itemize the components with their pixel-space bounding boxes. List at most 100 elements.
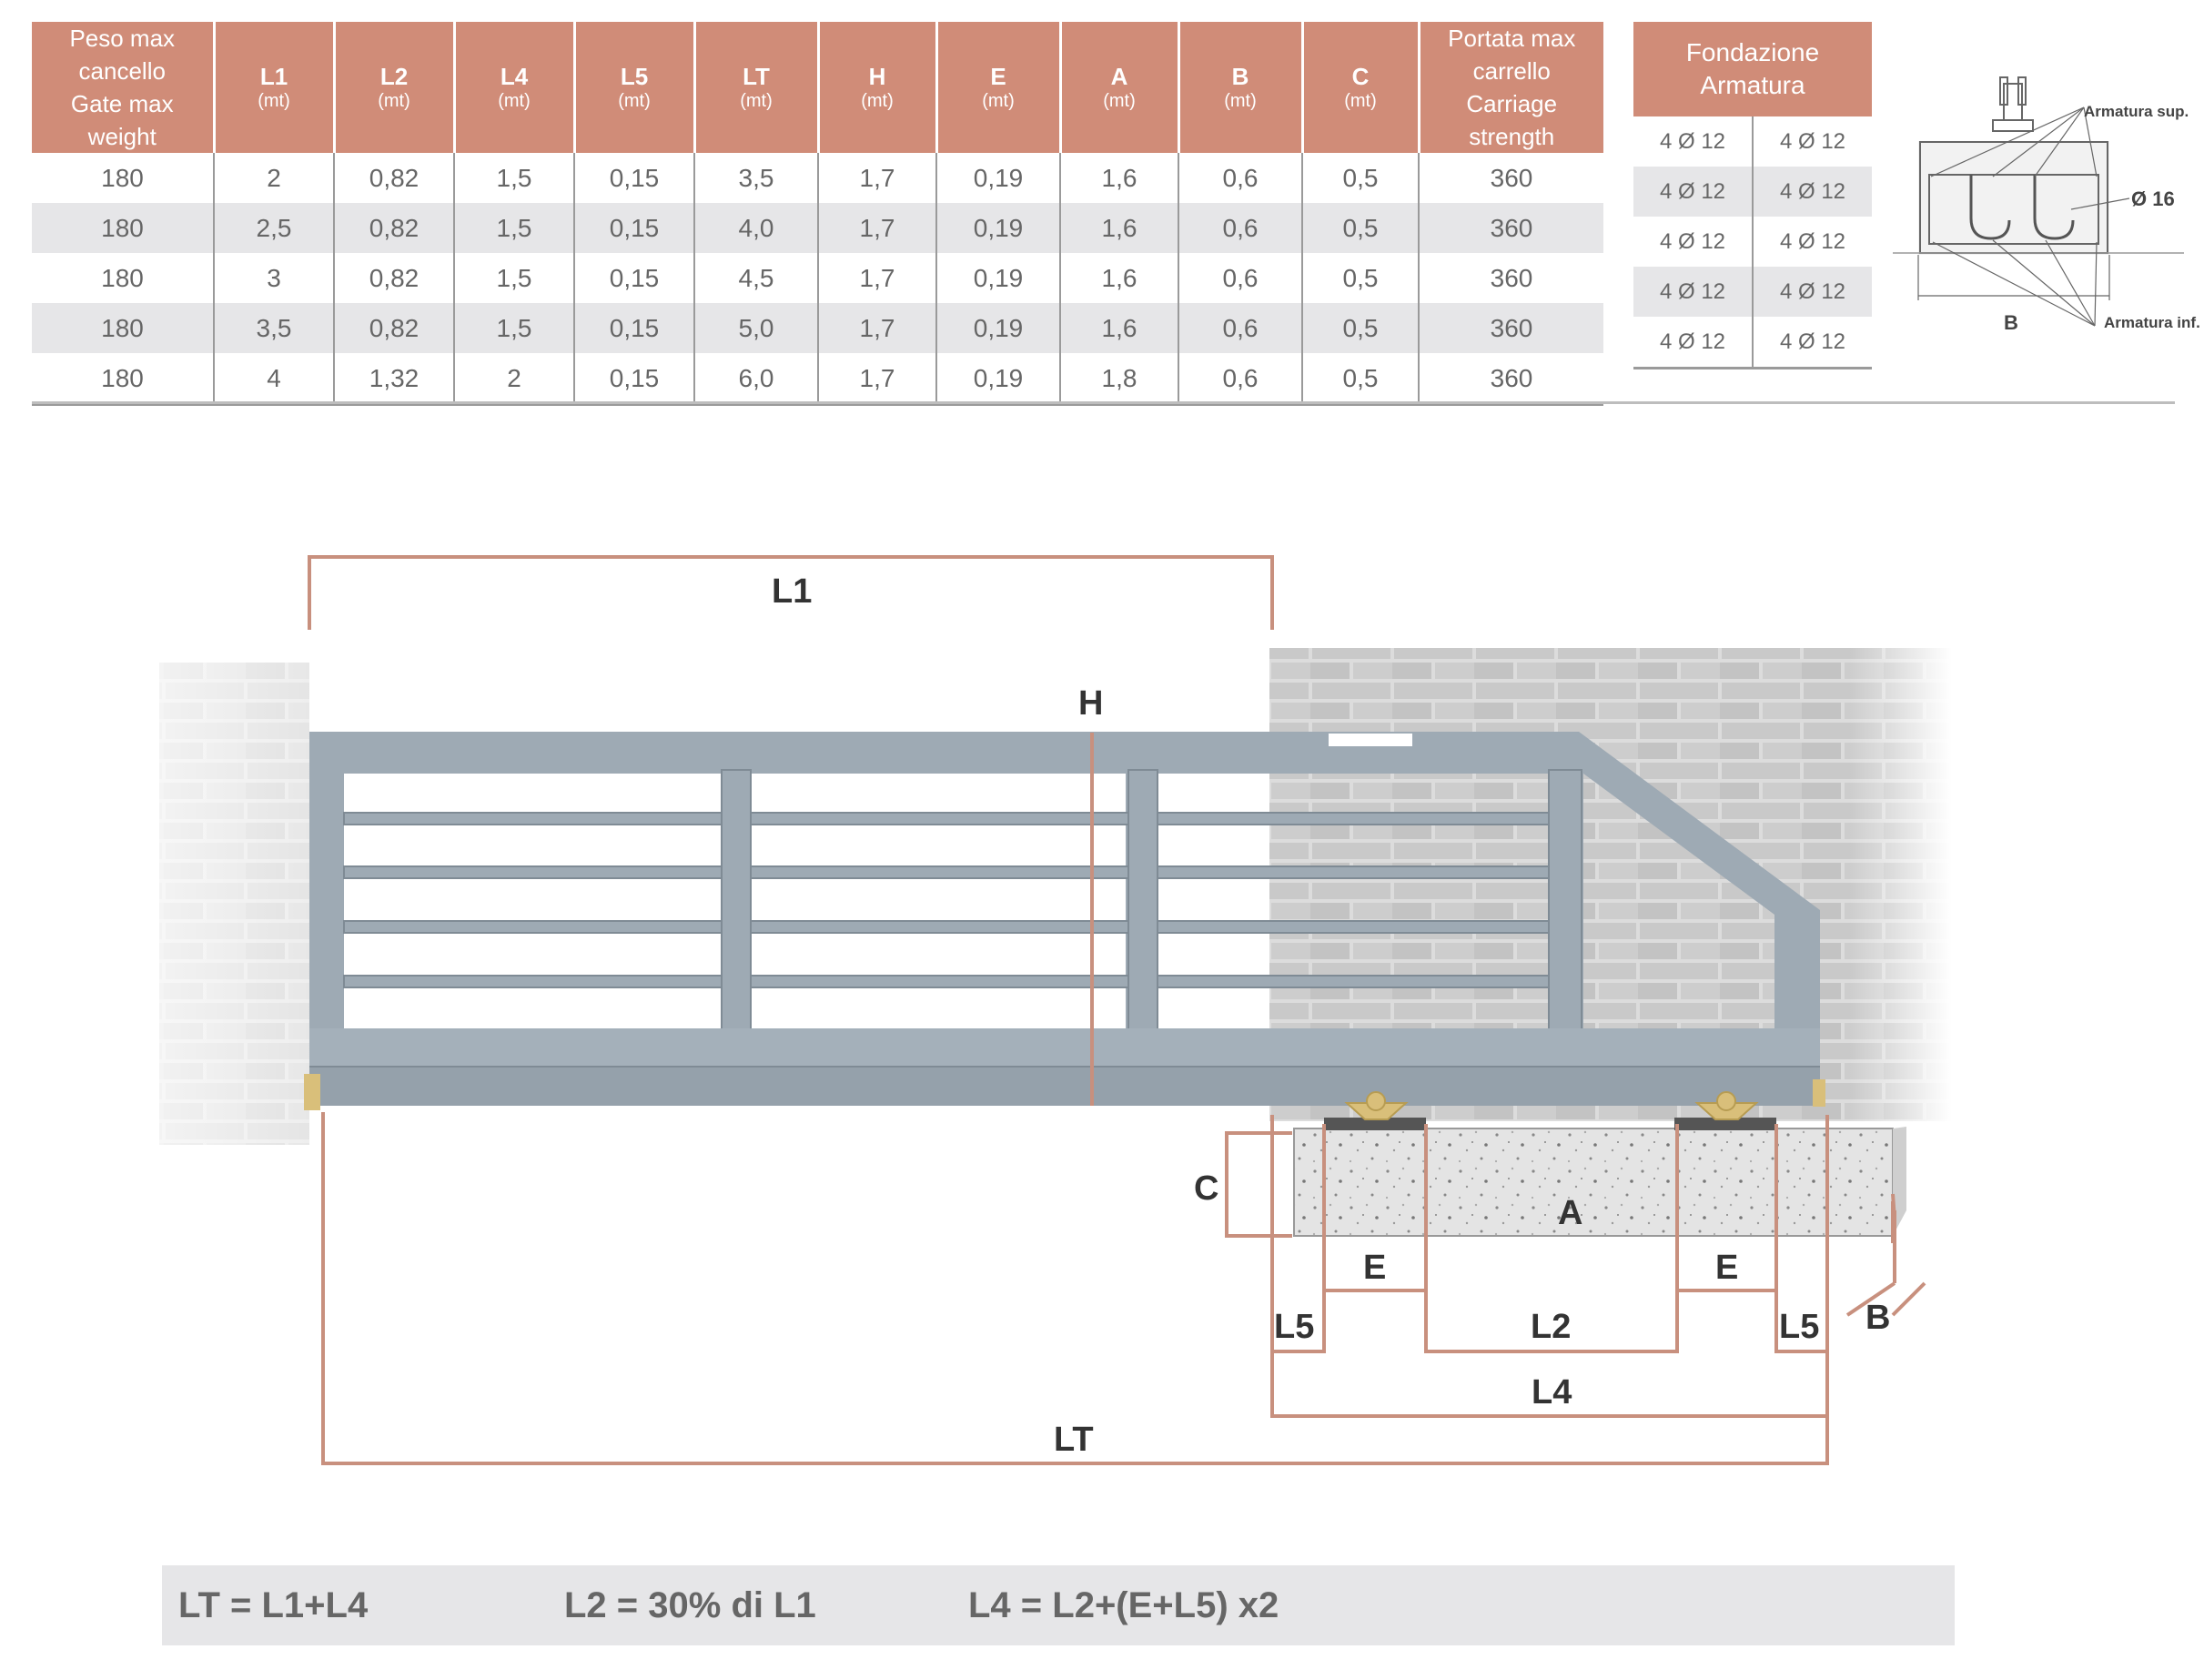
header-e: E(mt) [936,22,1062,153]
table-cell: 4 Ø 12 [1753,167,1872,217]
table-cell: 4 Ø 12 [1779,128,1846,154]
table-cell: 0,15 [574,353,695,406]
label-e-right: E [1715,1249,1738,1287]
table-cell: 360 [1490,163,1533,192]
table-row: 4 Ø 12 4 Ø 12 [1633,116,1872,167]
table-cell: 4,0 [694,203,819,253]
table-cell: 0,5 [1302,253,1420,303]
table-cell: 3,5 [694,153,819,203]
foundation-section-diagram: Armatura sup. Ø 16 B Armatura inf. [1893,76,2200,334]
table-cell: 0,82 [334,153,455,203]
table-cell: 1,6 [1060,153,1179,203]
table-cell: 1,7 [818,203,937,253]
table-cell: 1,6 [1060,253,1179,303]
table-cell: 6,0 [694,353,819,406]
table-cell: 360 [1419,353,1603,406]
table-cell: 0,5 [1302,303,1420,353]
formula-bar: LT = L1+L4 L2 = 30% di L1 L4 = L2+(E+L5)… [162,1565,1955,1645]
label-lt: LT [1054,1421,1094,1459]
table-cell: 180 [32,153,215,203]
formula-lt: LT = L1+L4 [178,1585,369,1625]
table-cell: 0,6 [1178,203,1303,253]
table-cell: 3,5 [214,303,335,353]
table-cell: 1,7 [818,153,937,203]
label-e-left: E [1363,1249,1386,1287]
foundation-header-row: Fondazione Armatura [1633,22,1872,116]
table-cell: 4 Ø 12 [1779,228,1846,254]
table-cell: 1,7 [818,253,937,303]
table-cell: 0,5 [1302,153,1420,203]
table-cell: 0,82 [334,253,455,303]
table-cell: 1,32 [334,353,455,406]
table-cell: 180 [32,203,215,253]
table-cell: 0,19 [936,303,1061,353]
table-cell: 3 [214,253,335,303]
table-cell: 2 [454,353,575,406]
table-cell: 0,19 [936,253,1061,303]
table-cell: 0,6 [1178,353,1303,406]
label-l5-left: L5 [1274,1308,1314,1346]
header-lt: LT(mt) [694,22,820,153]
gate-diagram: L1 H C A E E L5 L2 L5 B L4 LT [159,555,1952,1465]
separator-line [32,401,2175,404]
label-h: H [1078,684,1103,723]
table-cell: 5,0 [694,303,819,353]
carriage-left [1324,1091,1426,1130]
table-cell: 0,6 [1178,253,1303,303]
table-cell: 0,15 [574,203,695,253]
table-cell: 180 [32,303,215,353]
table-cell: 0,6 [1178,303,1303,353]
header-c: C(mt) [1302,22,1420,153]
header-l4: L4(mt) [454,22,576,153]
section-label-top: Armatura sup. [2084,103,2189,120]
table-cell: 180 [32,253,215,303]
header-l2: L2(mt) [334,22,456,153]
label-l4: L4 [1532,1373,1572,1412]
carriage-right [1674,1091,1776,1130]
table-cell: 0,5 [1302,353,1420,406]
table-cell: 180 [32,353,215,406]
table-cell: 0,15 [574,253,695,303]
label-b: B [1865,1299,1890,1337]
section-label-diameter: Ø 16 [2131,187,2175,210]
table-cell: 0,15 [574,153,695,203]
table-cell: 4 Ø 12 [1633,116,1754,167]
label-l2: L2 [1531,1308,1571,1346]
section-label-width: B [2004,311,2018,334]
foundation-header: Fondazione Armatura [1633,22,1872,116]
table-cell: 4 Ø 12 [1633,167,1754,217]
table-cell: 360 [1419,303,1603,353]
table-cell: 1,5 [454,303,575,353]
table-cell: 1,5 [454,153,575,203]
table-cell: 0,82 [334,203,455,253]
table-cell: 0,6 [1178,153,1303,203]
table-cell: 2 [214,153,335,203]
header-a: A(mt) [1060,22,1180,153]
table-cell: 0,82 [334,303,455,353]
table-cell: 360 [1490,263,1533,292]
label-l5-right: L5 [1779,1308,1819,1346]
foundation-header-line2: Armatura [1700,71,1805,99]
table-cell: 0,19 [936,203,1061,253]
table-cell: 4 Ø 12 [1633,317,1754,369]
section-label-bottom: Armatura inf. [2104,314,2200,331]
table-cell: 1,6 [1060,303,1179,353]
table-cell: 2,5 [214,203,335,253]
table-cell: 4,5 [694,253,819,303]
table-cell: 1,7 [818,353,937,406]
